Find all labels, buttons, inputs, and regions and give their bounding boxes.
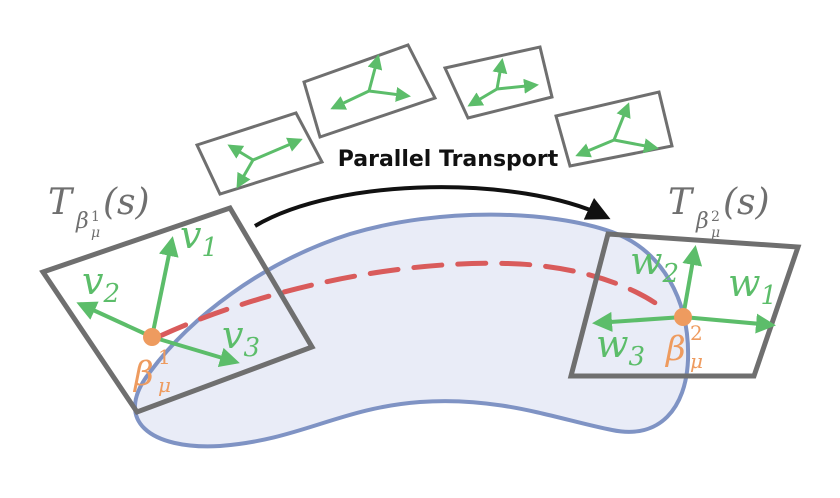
right-tangent-plane: w1 w2 w3 β 2 μ T β 2 μ (s) xyxy=(567,182,802,379)
label-w3: w3 xyxy=(596,322,645,372)
label-w1: w1 xyxy=(728,261,777,311)
intermediate-frame-2 xyxy=(302,43,438,139)
vector-v2 xyxy=(76,301,153,339)
label-v1: v1 xyxy=(180,213,218,263)
label-w2: w2 xyxy=(630,239,679,289)
intermediate-frame-1 xyxy=(194,111,325,196)
svg-text:β: β xyxy=(664,329,686,369)
svg-text:1: 1 xyxy=(91,209,100,225)
geodesic-curve xyxy=(157,260,668,339)
vector-v3 xyxy=(151,335,240,368)
intermediate-frame-3 xyxy=(442,45,554,120)
left-tangent-plane: v1 v2 v3 β 1 μ T β 1 μ (s) xyxy=(39,182,316,416)
transport-caption: Parallel Transport xyxy=(338,147,559,172)
manifold-surface xyxy=(133,212,691,449)
vector-v1 xyxy=(150,236,179,338)
vector-w1 xyxy=(682,313,776,334)
intermediate-frame-4 xyxy=(554,90,674,168)
label-beta-2: β 2 μ xyxy=(664,321,703,373)
svg-text:1: 1 xyxy=(158,345,171,369)
vector-w2 xyxy=(681,245,703,318)
label-v3: v3 xyxy=(222,313,260,363)
label-v2: v2 xyxy=(82,259,120,309)
svg-text:(s): (s) xyxy=(723,182,770,223)
svg-text:T: T xyxy=(668,182,695,223)
svg-text:μ: μ xyxy=(158,373,171,397)
svg-text:μ: μ xyxy=(711,225,720,241)
point-beta-1 xyxy=(143,328,161,346)
label-tangent-left: T β 1 μ (s) xyxy=(48,182,150,241)
svg-text:T: T xyxy=(48,182,75,223)
svg-text:2: 2 xyxy=(690,321,703,345)
svg-text:β: β xyxy=(75,209,89,234)
svg-text:(s): (s) xyxy=(103,182,150,223)
point-beta-2 xyxy=(674,308,692,326)
svg-text:μ: μ xyxy=(91,225,100,241)
svg-text:μ: μ xyxy=(690,349,703,373)
svg-text:β: β xyxy=(695,209,709,234)
label-tangent-right: T β 2 μ (s) xyxy=(668,182,770,241)
svg-text:2: 2 xyxy=(711,209,720,225)
transport-arrow xyxy=(253,185,611,228)
svg-text:β: β xyxy=(132,354,154,394)
vector-w3 xyxy=(592,311,684,332)
label-beta-1: β 1 μ xyxy=(132,345,171,397)
